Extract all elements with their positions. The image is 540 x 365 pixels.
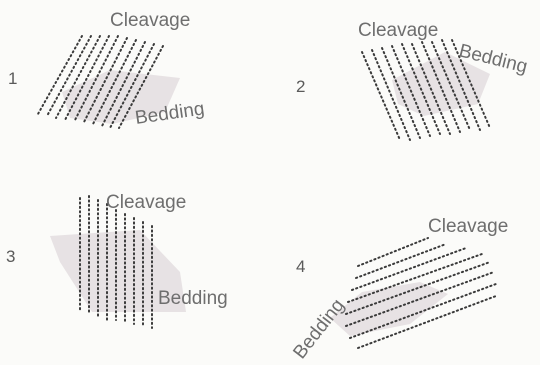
panel-number: 1 — [8, 69, 17, 88]
panel-number: 2 — [296, 77, 305, 96]
bedding-label: Bedding — [158, 288, 228, 309]
cleavage-label: Cleavage — [358, 20, 438, 41]
panel-4: 4 Cleavage Bedding — [289, 216, 508, 363]
panel-3: 3 Cleavage Bedding — [6, 192, 228, 328]
panel-2: 2 Cleavage Bedding — [296, 20, 530, 140]
panel-1: 1 Cleavage Bedding — [8, 10, 206, 129]
cleavage-label: Cleavage — [106, 192, 186, 213]
panel-number: 3 — [6, 247, 15, 266]
cleavage-label: Cleavage — [428, 216, 508, 237]
bedding-label: Bedding — [289, 295, 348, 363]
panel-number: 4 — [296, 257, 305, 276]
cleavage-label: Cleavage — [110, 10, 190, 31]
